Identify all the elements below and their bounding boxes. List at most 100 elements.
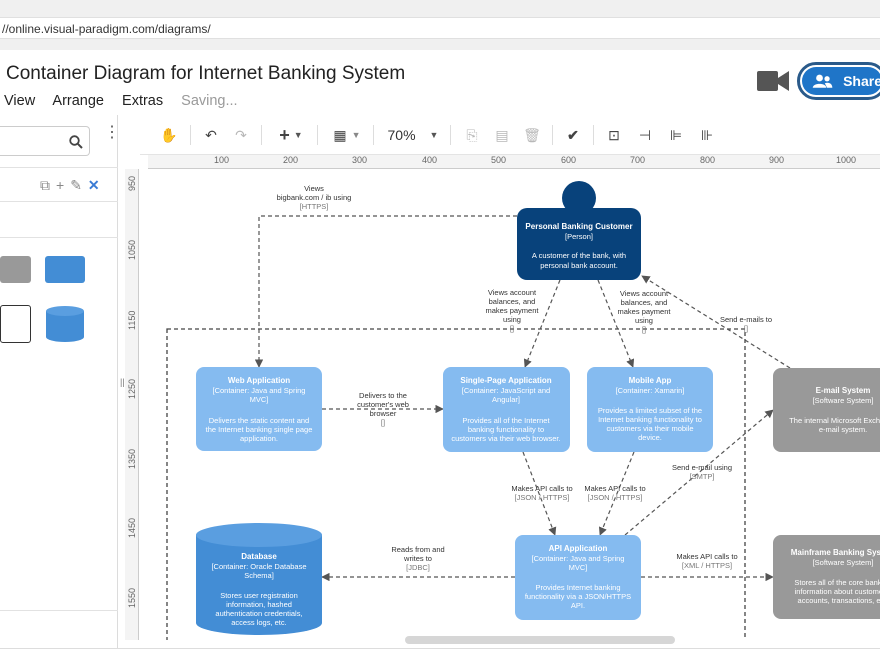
email-system-node[interactable]: E-mail System [Software System] The inte…: [773, 368, 880, 452]
zoom-select[interactable]: 70% ▼: [387, 127, 439, 143]
diagram-canvas[interactable]: Personal Banking Customer [Person] A cus…: [148, 169, 880, 640]
video-call-icon[interactable]: [757, 70, 789, 92]
shape-search-input[interactable]: [0, 126, 90, 156]
ruler-tick-label: 800: [700, 155, 716, 165]
panel-menu-icon[interactable]: ⋮: [104, 124, 120, 141]
personal-banking-customer-node[interactable]: Personal Banking Customer [Person] A cus…: [517, 181, 641, 280]
label-line: browser: [370, 409, 397, 418]
database-node[interactable]: Database [Container: Oracle Database Sch…: [196, 523, 322, 635]
label-line: [JSON / HTTPS]: [514, 493, 569, 502]
horizontal-scrollbar[interactable]: [405, 636, 675, 644]
ruler-tick-label: 950: [127, 175, 137, 191]
label-line: Makes API calls to: [584, 484, 645, 493]
pan-hand-icon[interactable]: ✋: [160, 126, 178, 143]
connector-spa-api[interactable]: [522, 451, 557, 536]
delete-icon[interactable]: 🗑: [523, 126, 541, 143]
database-desc-line: information, hashed: [226, 600, 292, 609]
database-desc-line: access logs, etc.: [231, 618, 286, 627]
external-system-shape[interactable]: [0, 256, 31, 283]
mobile-title: Mobile App: [629, 376, 672, 385]
connector-mobile-api[interactable]: [598, 451, 635, 536]
ruler-tick-label: 400: [422, 155, 438, 165]
spa-desc-line: customers via their web browser.: [451, 434, 560, 443]
copy-icon[interactable]: ⧉: [40, 177, 50, 193]
distribute-icon[interactable]: ⊣: [638, 126, 652, 143]
web-application-node[interactable]: Web Application [Container: Java and Spr…: [196, 367, 322, 451]
ruler-tick-label: 1150: [127, 310, 137, 330]
customer-desc-line: personal bank account.: [540, 261, 618, 270]
label-line: Reads from and: [391, 545, 444, 554]
menu-extras[interactable]: Extras: [122, 93, 164, 109]
single-page-application-node[interactable]: Single-Page Application [Container: Java…: [443, 367, 570, 452]
app-header: Container Diagram for Internet Banking S…: [0, 55, 880, 115]
add-icon[interactable]: +: [56, 177, 65, 193]
ruler-tick-label: 900: [769, 155, 785, 165]
connector-send-email[interactable]: [641, 275, 791, 369]
label-line: [JSON / HTTPS]: [587, 493, 642, 502]
database-title: Database: [241, 552, 277, 561]
share-button[interactable]: Share: [797, 62, 880, 100]
label-line: makes payment: [618, 307, 672, 316]
copy-style-icon[interactable]: ⎘: [466, 126, 478, 143]
align-center-icon[interactable]: ⊪: [700, 126, 714, 143]
document-title[interactable]: Container Diagram for Internet Banking S…: [6, 63, 406, 84]
spa-type: [Container: JavaScript and: [462, 386, 550, 395]
database-shape[interactable]: [45, 305, 85, 343]
insert-button[interactable]: +▼: [279, 124, 303, 145]
divider: [0, 237, 118, 238]
menubar: View Arrange Extras Saving...: [4, 93, 252, 109]
divider: [190, 125, 191, 145]
mainframe-desc-line: accounts, transactions, etc.: [798, 596, 880, 605]
connector-api-email[interactable]: [624, 409, 774, 536]
webapp-type: [Container: Java and Spring: [213, 386, 306, 395]
mainframe-desc-line: information about customers,: [795, 587, 880, 596]
system-boundary[interactable]: [166, 328, 746, 640]
label-api-db: Reads from and writes to [JDBC]: [391, 545, 444, 572]
divider: [373, 125, 374, 145]
label-api-email: Send e-mail using [SMTP]: [672, 463, 732, 481]
align-left-icon[interactable]: ⊫: [669, 126, 683, 143]
undo-icon[interactable]: ↶: [205, 126, 217, 143]
table-insert-button[interactable]: ▦▼: [333, 126, 361, 143]
boundary-shape[interactable]: [0, 305, 31, 343]
mobile-desc-line: Internet banking functionality to: [598, 415, 702, 424]
label-line: Views account: [620, 289, 669, 298]
connector-views-web[interactable]: [254, 215, 517, 368]
save-status: Saving...: [181, 93, 238, 109]
diagram-svg: Personal Banking Customer [Person] A cus…: [166, 181, 880, 640]
splitter-grip-icon[interactable]: ||: [120, 377, 125, 387]
fit-page-icon[interactable]: ⊡: [608, 126, 620, 143]
label-views-web: Views bigbank.com / ib using [HTTPS]: [277, 184, 352, 211]
webapp-desc-line: the Internet banking single page: [206, 425, 313, 434]
label-line: using: [503, 315, 521, 324]
paste-style-icon[interactable]: ▤: [495, 126, 509, 143]
url-field[interactable]: //online.visual-paradigm.com/diagrams/: [0, 17, 880, 39]
divider: [552, 125, 553, 145]
ruler-tick-label: 1550: [127, 587, 137, 608]
label-line: [HTTPS]: [300, 202, 329, 211]
close-icon[interactable]: ✕: [87, 177, 100, 193]
api-application-node[interactable]: API Application [Container: Java and Spr…: [515, 535, 641, 620]
menu-arrange[interactable]: Arrange: [52, 93, 104, 109]
label-line: bigbank.com / ib using: [277, 193, 352, 202]
label-line: Delivers to the: [359, 391, 407, 400]
menu-view[interactable]: View: [4, 93, 36, 109]
container-shape[interactable]: [45, 256, 85, 283]
redo-icon[interactable]: ↷: [235, 126, 247, 143]
connector-views-spa[interactable]: [523, 279, 561, 368]
mainframe-type: [Software System]: [813, 558, 874, 567]
mainframe-banking-system-node[interactable]: Mainframe Banking System [Software Syste…: [773, 535, 880, 619]
ruler-tick-label: 500: [491, 155, 507, 165]
edit-icon[interactable]: ✎: [70, 177, 82, 193]
ruler-tick-label: 100: [214, 155, 230, 165]
divider: [261, 125, 262, 145]
connector-views-mobile[interactable]: [597, 279, 635, 368]
format-painter-icon[interactable]: ✔: [567, 126, 579, 143]
label-delivers: Delivers to the customer's web browser […: [357, 391, 409, 427]
spa-type: Angular]: [492, 395, 520, 404]
label-line: []: [744, 324, 748, 333]
mobile-type: [Container: Xamarin]: [616, 386, 685, 395]
webapp-desc-line: application.: [240, 434, 278, 443]
spa-desc-line: Provides all of the Internet: [462, 416, 550, 425]
mobile-app-node[interactable]: Mobile App [Container: Xamarin] Provides…: [587, 367, 713, 452]
